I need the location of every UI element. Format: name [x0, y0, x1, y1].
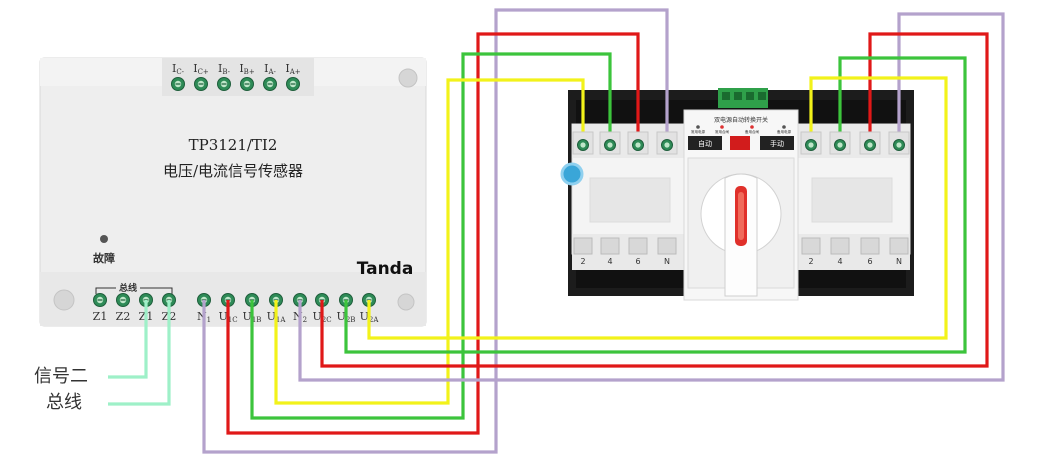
right-bottom-label-0: 2 [808, 257, 813, 266]
indicator-label-1: 常用合闸 [715, 129, 729, 134]
signal-bus-annotation: 信号二 总线 [34, 366, 88, 413]
top-terminal-label-2: IB- [218, 62, 231, 76]
bus-label: 总线 [119, 282, 137, 294]
left-bottom-label-1: 4 [607, 257, 612, 266]
brand-logo: Tanda [357, 259, 414, 279]
top-terminal-1 [194, 77, 208, 91]
bottom-terminal-label-6: U1B [243, 310, 262, 324]
sensor-name: 电压/电流信号传感器 [163, 162, 303, 180]
mount-hole-top-right [398, 68, 418, 88]
switch-terminal-6 [859, 131, 881, 155]
bottom-terminal-label-0: Z1 [93, 310, 108, 323]
bottom-terminal-label-1: Z2 [116, 310, 131, 323]
top-terminal-4 [263, 77, 277, 91]
bus-label-bg [116, 281, 140, 293]
annotation-line2: 总线 [46, 392, 82, 413]
switch-terminal-2 [627, 131, 649, 155]
auto-mode-box [688, 136, 722, 150]
top-terminal-label-0: IC- [172, 62, 185, 76]
bottom-terminal-label-5: U1C [218, 310, 237, 324]
annotation-line1: 信号二 [34, 366, 88, 387]
sensor-model: TP3121/TI2 [189, 136, 278, 154]
top-terminal-0 [171, 77, 185, 91]
switch-terminal-7 [888, 131, 910, 155]
wire-u1c [226, 32, 640, 435]
manual-mode-box [760, 136, 794, 150]
bottom-terminal-1 [116, 293, 130, 307]
transfer-switch: 双电源自动转换开关 常用电源 常用合闸 备用合闸 备用电源 自动 手动 2 4 6 N 2 4 6… [560, 88, 914, 301]
fault-label: 故障 [93, 251, 115, 265]
top-terminal-5 [286, 77, 300, 91]
bottom-terminal-label-4: N1 [197, 310, 211, 324]
switch-terminal-4 [800, 131, 822, 155]
top-terminal-label-4: IA- [264, 62, 276, 76]
fault-led [100, 235, 108, 243]
wire-u2a [367, 76, 948, 340]
right-bottom-label-1: 4 [837, 257, 842, 266]
switch-terminals [572, 131, 910, 155]
right-bottom-label-2: 6 [867, 257, 872, 266]
wire-bus-2 [108, 300, 171, 406]
top-terminal-label-1: IC+ [193, 62, 209, 76]
right-breaker-window [811, 177, 893, 223]
wire-u2b [344, 56, 967, 354]
right-bottom-label-3: N [896, 257, 902, 266]
mount-hole-bottom-right [397, 293, 415, 311]
switch-bottom-labels: 2 4 6 N 2 4 6 N [573, 237, 909, 266]
wire-u1b [250, 52, 612, 420]
bottom-terminal-label-7: U1A [267, 310, 287, 324]
switch-terminal-0 [572, 131, 594, 155]
bottom-terminal-label-11: U2A [360, 310, 380, 324]
mode-auto-label: 自动 [698, 139, 712, 148]
wire-n1 [202, 8, 669, 454]
top-terminal-block [162, 58, 314, 96]
indicator-leds: 常用电源 常用合闸 备用合闸 备用电源 [691, 125, 791, 134]
top-terminal-2 [217, 77, 231, 91]
brand-badge-icon [560, 162, 584, 186]
mode-manual-label: 手动 [770, 139, 784, 148]
top-terminals: IC- IC+ IB- IB+ IA- IA+ [171, 62, 301, 91]
wire-bus-1 [108, 300, 148, 379]
wires [108, 8, 1005, 454]
switch-terminal-3 [656, 131, 678, 155]
bottom-terminal-label-9: U2C [312, 310, 331, 324]
indicator-label-0: 常用电源 [691, 129, 705, 134]
mode-toggle[interactable] [730, 136, 750, 150]
wire-u1a [274, 78, 585, 405]
bottom-terminal-0 [93, 293, 107, 307]
bottom-terminal-label-8: N2 [293, 310, 307, 324]
top-terminal-3 [240, 77, 254, 91]
panel-title: 双电源自动转换开关 [714, 116, 768, 124]
indicator-label-3: 备用电源 [777, 129, 791, 134]
top-terminal-label-3: IB+ [239, 62, 255, 76]
mount-hole-bottom-left [53, 289, 75, 311]
left-breaker-window [589, 177, 671, 223]
switch-terminal-5 [829, 131, 851, 155]
wire-u2c [320, 32, 989, 368]
green-connector [718, 88, 768, 108]
sensor-module: IC- IC+ IB- IB+ IA- IA+ TP3121/TI2 电压/电流信号传感器… [39, 57, 427, 327]
left-bottom-label-3: N [664, 257, 670, 266]
top-terminal-label-5: IA+ [285, 62, 300, 76]
switch-terminal-1 [599, 131, 621, 155]
left-bottom-label-0: 2 [580, 257, 585, 266]
bottom-terminal-label-10: U2B [337, 310, 356, 324]
indicator-label-2: 备用合闸 [745, 129, 759, 134]
left-bottom-label-2: 6 [635, 257, 640, 266]
